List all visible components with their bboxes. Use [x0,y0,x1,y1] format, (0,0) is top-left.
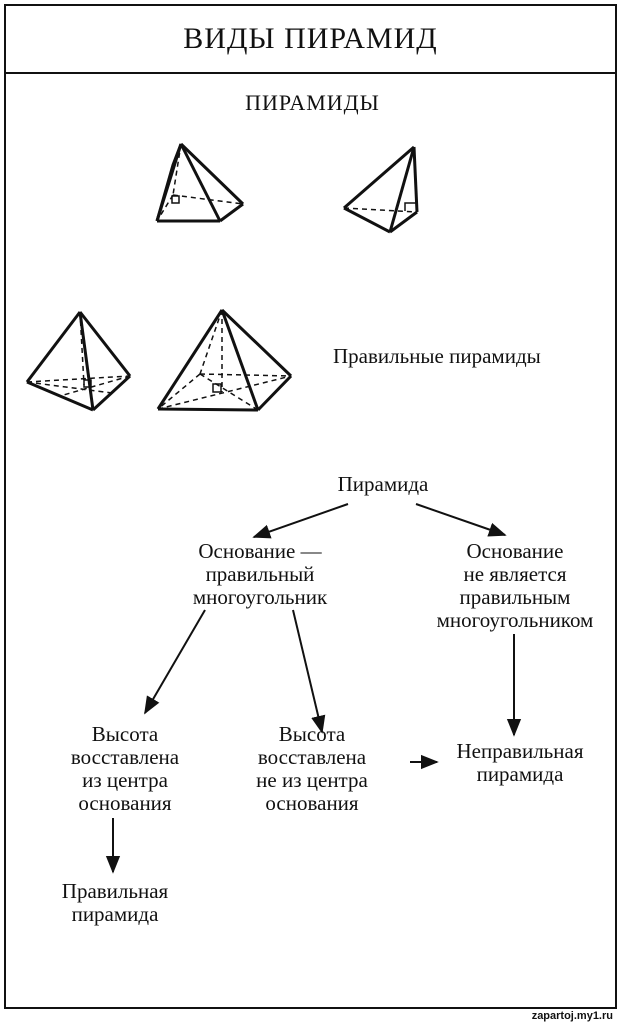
arrow-base-to-height-not-center [292,609,326,734]
title-bar: ВИДЫ ПИРАМИД [6,6,615,74]
node-pyramid: Пирамида [337,472,429,496]
node-base-irregular: Основание не является правильным многоуг… [436,539,594,632]
pyramid-tri-top-right [343,145,419,234]
regular-pyramids-caption: Правильные пирамиды [333,344,541,368]
node-height-not-from-center: Высота восставлена не из центра основани… [256,722,368,815]
node-height-from-center: Высота восставлена из центра основания [70,722,180,815]
arrow-root-to-irregular-base [415,503,507,537]
pyramid-quad-top-left [155,142,245,223]
arrow-root-to-regular-base [252,503,349,539]
node-irregular-pyramid: Неправильная пирамида [456,739,584,786]
page-frame: ВИДЫ ПИРАМИД [4,4,617,1009]
pyramid-regular-triangular [25,311,132,412]
node-regular-pyramid: Правильная пирамида [61,879,169,926]
pyramid-regular-quadrilateral [156,308,293,412]
page-title: ВИДЫ ПИРАМИД [183,22,438,55]
watermark: zapartoj.my1.ru [531,1010,613,1022]
arrow-base-to-height-center [144,609,206,715]
flow-arrows [105,503,522,874]
section-subtitle: ПИРАМИДЫ [245,90,380,115]
node-base-regular: Основание — правильный многоугольник [192,539,328,609]
